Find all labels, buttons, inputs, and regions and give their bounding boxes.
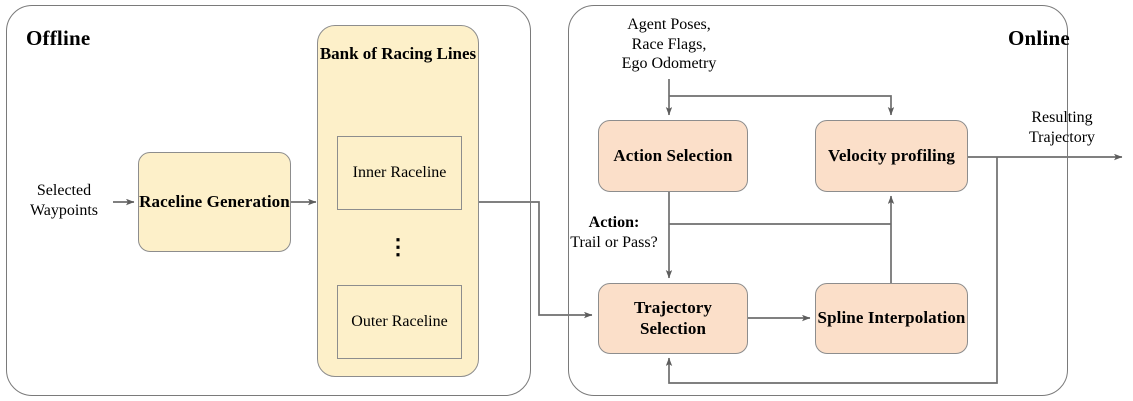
node-velocity-profiling[interactable]: Velocity profiling: [815, 120, 968, 192]
label-online-inputs-line1: Agent Poses,: [627, 16, 711, 33]
container-bank-of-racing-lines: Bank of Racing Lines Inner Raceline ⋮ Ou…: [317, 25, 479, 377]
panel-online-title: Online: [1008, 26, 1070, 50]
bank-item-outer-raceline[interactable]: Outer Raceline: [337, 285, 462, 359]
label-online-inputs-line3: Ego Odometry: [621, 55, 717, 73]
panel-offline-title: Offline: [26, 26, 91, 50]
label-resulting-trajectory-line1: Resulting: [1031, 109, 1093, 126]
label-resulting-trajectory-line2: Trajectory: [1028, 128, 1096, 146]
bank-item-inner-raceline[interactable]: Inner Raceline: [337, 136, 462, 210]
label-action-lead: Action:: [588, 214, 640, 231]
bank-ellipsis: ⋮: [387, 234, 409, 259]
bank-title: Bank of Racing Lines: [319, 44, 477, 63]
label-action-question: Trail or Pass?: [570, 233, 658, 251]
label-selected-waypoints: Selected Waypoints: [16, 181, 112, 220]
node-trajectory-selection[interactable]: Trajectory Selection: [598, 283, 748, 354]
label-online-inputs-line2: Race Flags,: [631, 35, 707, 53]
panel-online: [568, 5, 1068, 396]
label-online-inputs: Agent Poses, Race Flags, Ego Odometry: [596, 15, 742, 74]
node-raceline-generation-text: Raceline Generation: [139, 191, 290, 211]
node-raceline-generation[interactable]: Raceline Generation: [138, 152, 291, 252]
panel-offline: [6, 5, 531, 396]
label-selected-waypoints-line1: Selected: [36, 182, 92, 199]
node-action-selection[interactable]: Action Selection: [598, 120, 748, 192]
node-spline-interpolation[interactable]: Spline Interpolation: [815, 283, 968, 354]
label-action-trail-or-pass: Action: Trail or Pass?: [560, 213, 668, 252]
label-resulting-trajectory: Resulting Trajectory: [1007, 108, 1117, 147]
label-selected-waypoints-line2: Waypoints: [29, 201, 99, 219]
